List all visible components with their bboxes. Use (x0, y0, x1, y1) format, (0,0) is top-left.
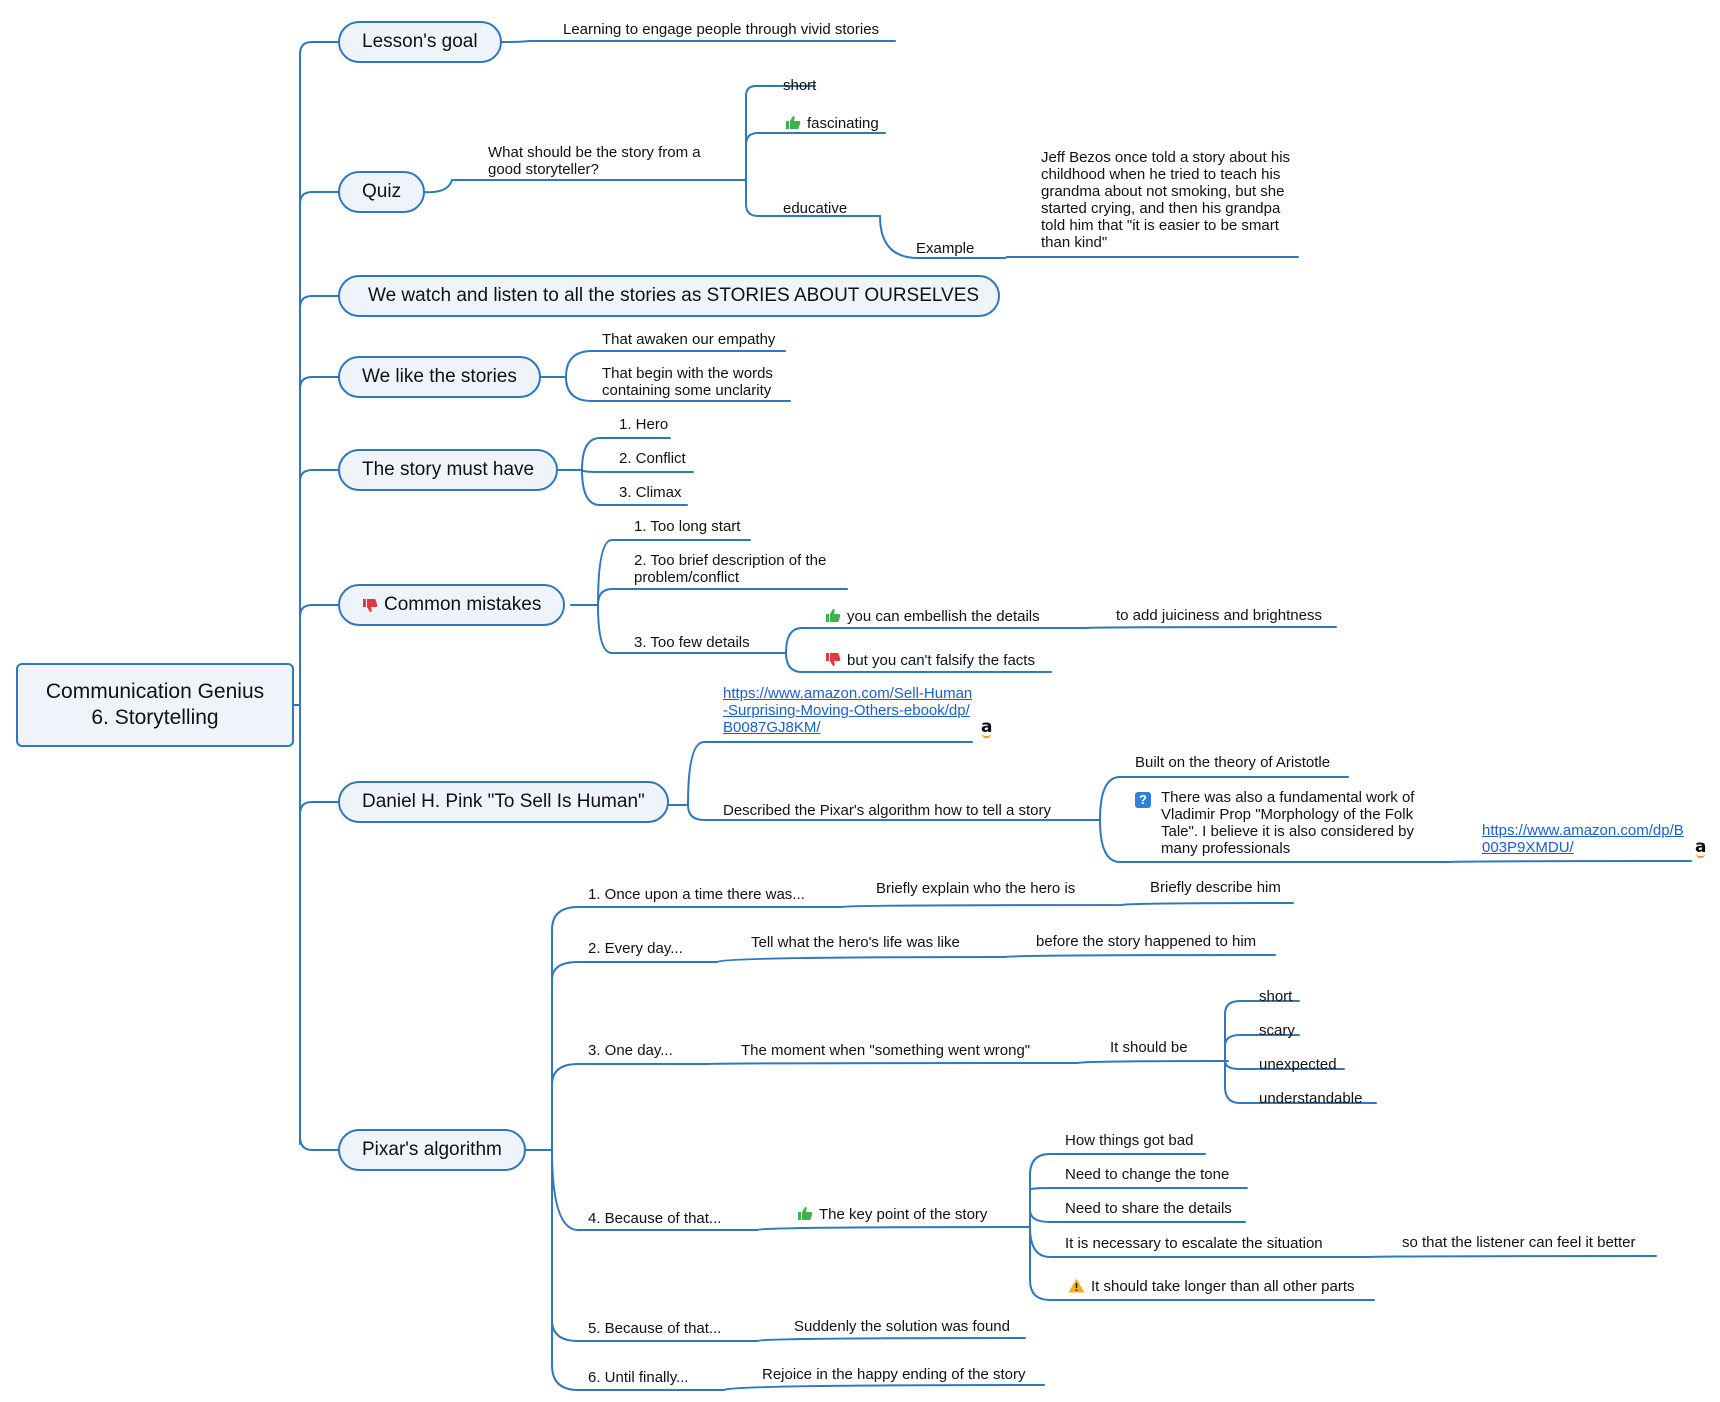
details-embellish[interactable]: you can embellish the details (825, 608, 1040, 625)
details-juiciness[interactable]: to add juiciness and brightness (1116, 607, 1322, 624)
pixar-step-3-moment[interactable]: The moment when "something went wrong" (741, 1042, 1031, 1059)
node-lessons-goal[interactable]: Lesson's goal (338, 21, 502, 63)
thumbs-up-icon (786, 116, 801, 129)
quiz-answer-fascinating[interactable]: fascinating (785, 115, 879, 132)
must-item-climax[interactable]: 3. Climax (619, 484, 682, 501)
quality-short[interactable]: short (1259, 988, 1293, 1005)
node-we-like-stories[interactable]: We like the stories (338, 356, 541, 398)
thumbs-up-icon (826, 609, 841, 622)
node-pixar-algorithm-label: Pixar's algorithm (362, 1139, 502, 1160)
amazon-icon[interactable]: a (981, 717, 993, 738)
must-item-hero[interactable]: 1. Hero (619, 416, 669, 433)
key-point-longer[interactable]: It should take longer than all other par… (1068, 1278, 1355, 1295)
root-topic[interactable]: Communication Genius 6. Storytelling (16, 663, 294, 747)
pixar-step-1[interactable]: 1. Once upon a time there was... (588, 886, 805, 903)
pink-pixar-algorithm[interactable]: Described the Pixar's algorithm how to t… (723, 802, 1052, 819)
node-story-must-have[interactable]: The story must have (338, 449, 559, 491)
quality-scary[interactable]: scary (1259, 1022, 1295, 1039)
pixar-step-3-should-be[interactable]: It should be (1110, 1039, 1188, 1056)
pixar-step-2-before[interactable]: before the story happened to him (1036, 933, 1257, 950)
pixar-step-5[interactable]: 5. Because of that... (588, 1320, 722, 1337)
pixar-step-1-describe[interactable]: Briefly describe him (1150, 879, 1281, 896)
thumbs-down-icon (363, 598, 378, 612)
pixar-step-4[interactable]: 4. Because of that... (588, 1210, 722, 1227)
pixar-step-1-explain[interactable]: Briefly explain who the hero is (876, 880, 1076, 897)
node-we-like-stories-label: We like the stories (362, 366, 517, 387)
pink-book-link[interactable]: https://www.amazon.com/Sell-Human-Surpri… (723, 685, 973, 736)
question-icon: ? (1135, 792, 1151, 808)
root-subtitle: 6. Storytelling (91, 706, 219, 729)
key-point-change-tone[interactable]: Need to change the tone (1065, 1166, 1230, 1183)
mistake-brief-description[interactable]: 2. Too brief description of the problem/… (634, 552, 827, 586)
goal-detail[interactable]: Learning to engage people through vivid … (563, 21, 880, 38)
thumbs-down-icon (826, 653, 841, 666)
pixar-step-2[interactable]: 2. Every day... (588, 940, 683, 957)
thumbs-up-icon (798, 1207, 813, 1220)
node-stories-about-ourselves-label: We watch and listen to all the stories a… (368, 285, 980, 306)
pixar-step-4-key-point[interactable]: The key point of the story (797, 1206, 987, 1223)
pixar-step-5-solution[interactable]: Suddenly the solution was found (794, 1318, 1010, 1335)
mistake-few-details[interactable]: 3. Too few details (634, 634, 750, 651)
details-embellish-label: you can embellish the details (847, 608, 1040, 625)
mistake-long-start[interactable]: 1. Too long start (634, 518, 741, 535)
pixar-step-4-key-point-label: The key point of the story (819, 1206, 988, 1223)
details-no-falsify[interactable]: but you can't falsify the facts (825, 652, 1035, 669)
node-common-mistakes-label: Common mistakes (384, 594, 542, 615)
pixar-step-2-life[interactable]: Tell what the hero's life was like (751, 934, 960, 951)
node-pixar-algorithm[interactable]: Pixar's algorithm (338, 1129, 526, 1171)
node-stories-about-ourselves[interactable]: We watch and listen to all the stories a… (338, 275, 1000, 317)
details-no-falsify-label: but you can't falsify the facts (847, 652, 1035, 669)
like-item-empathy[interactable]: That awaken our empathy (602, 331, 776, 348)
quality-understandable[interactable]: understandable (1259, 1090, 1363, 1107)
key-point-share-details[interactable]: Need to share the details (1065, 1200, 1232, 1217)
pink-propp-text[interactable]: There was also a fundamental work of Vla… (1161, 789, 1415, 857)
pink-aristotle[interactable]: Built on the theory of Aristotle (1135, 754, 1331, 771)
escalate-note[interactable]: so that the listener can feel it better (1402, 1234, 1636, 1251)
like-item-unclarity[interactable]: That begin with the words containing som… (602, 365, 773, 399)
must-item-conflict[interactable]: 2. Conflict (619, 450, 686, 467)
pixar-step-3[interactable]: 3. One day... (588, 1042, 673, 1059)
quiz-answer-educative[interactable]: educative (783, 200, 848, 217)
quiz-example-text[interactable]: Jeff Bezos once told a story about his c… (1041, 149, 1291, 251)
node-story-must-have-label: The story must have (362, 459, 535, 480)
quiz-question[interactable]: What should be the story from a good sto… (488, 144, 701, 178)
node-daniel-pink[interactable]: Daniel H. Pink "To Sell Is Human" (338, 781, 669, 823)
node-common-mistakes[interactable]: Common mistakes (338, 584, 566, 626)
amazon-icon[interactable]: a (1695, 837, 1707, 858)
quiz-answer-short[interactable]: short (783, 77, 817, 94)
node-quiz-label: Quiz (362, 181, 402, 202)
pink-propp-question[interactable]: ? (1135, 789, 1157, 808)
key-point-longer-label: It should take longer than all other par… (1091, 1278, 1355, 1295)
quiz-example-label[interactable]: Example (916, 240, 975, 257)
quality-unexpected[interactable]: unexpected (1259, 1056, 1337, 1073)
node-daniel-pink-label: Daniel H. Pink "To Sell Is Human" (362, 791, 645, 812)
pixar-step-6[interactable]: 6. Until finally... (588, 1369, 689, 1386)
warning-icon (1068, 1278, 1085, 1293)
key-point-escalate[interactable]: It is necessary to escalate the situatio… (1065, 1235, 1323, 1252)
quiz-answer-fascinating-label: fascinating (807, 115, 879, 132)
propp-book-link[interactable]: https://www.amazon.com/dp/B003P9XMDU/ (1482, 822, 1684, 856)
root-title: Communication Genius (45, 680, 265, 703)
node-lessons-goal-label: Lesson's goal (362, 31, 478, 52)
key-point-things-got-bad[interactable]: How things got bad (1065, 1132, 1194, 1149)
pixar-step-6-happy-ending[interactable]: Rejoice in the happy ending of the story (762, 1366, 1026, 1383)
node-quiz[interactable]: Quiz (338, 171, 426, 213)
